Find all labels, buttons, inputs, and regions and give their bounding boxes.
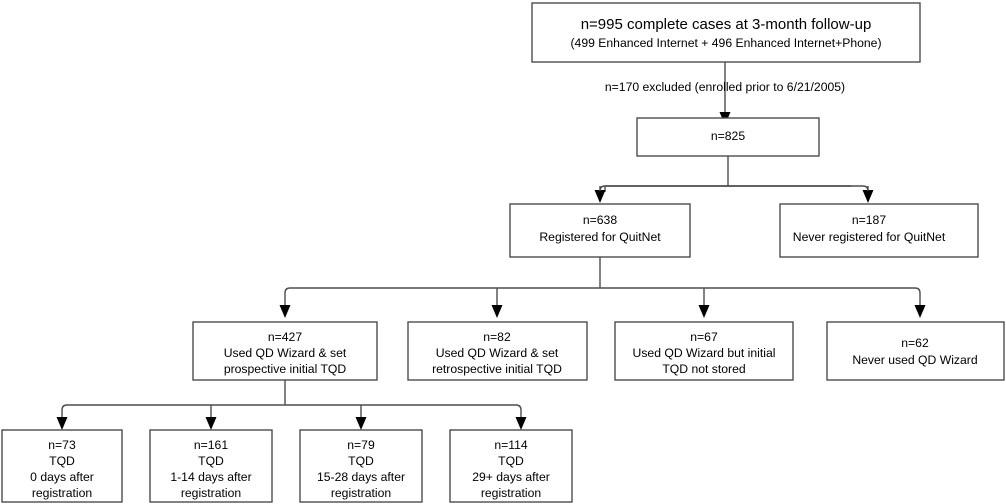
node-n67: n=67 Used QD Wizard but initial TQD not … [614,321,794,381]
node-n161-box [149,429,273,503]
node-n82-box [407,321,588,381]
node-n67-line-2: Used QD Wizard but initial [633,346,776,360]
node-root-line-1: n=995 complete cases at 3-month follow-u… [581,16,872,33]
node-n187-line-2: Never registered for QuitNet [793,230,946,244]
node-n427-line-1: n=427 [268,330,302,344]
node-root-box [531,2,921,63]
node-n427-line-2: Used QD Wizard & set [224,346,347,360]
node-n114-box [449,429,573,503]
connector-level2-bar [599,185,869,192]
node-n73-box [1,429,123,503]
node-n161-line-3: 1-14 days after [170,470,251,484]
node-n73: n=73 TQD 0 days after registration [1,429,123,503]
node-n62-box [826,321,1005,381]
node-n161-line-2: TQD [198,454,224,468]
node-n73-line-2: TQD [49,454,75,468]
node-n114-line-3: 29+ days after [472,470,550,484]
node-n79-line-2: TQD [348,454,374,468]
node-n79: n=79 TQD 15-28 days after registration [299,429,423,503]
node-n187-box [779,203,979,258]
node-n427: n=427 Used QD Wizard & set prospective i… [192,321,378,381]
node-n114-line-4: registration [481,486,541,500]
node-n62-line-2: Never used QD Wizard [852,353,977,367]
node-n114-line-1: n=114 [494,438,528,452]
connector-n638-to-level3 [279,257,926,318]
node-n67-line-1: n=67 [690,330,718,344]
node-n825: n=825 [636,117,820,157]
node-n114-line-2: TQD [498,454,524,468]
node-n82-line-2: Used QD Wizard & set [436,346,559,360]
node-root: n=995 complete cases at 3-month follow-u… [531,2,921,63]
node-n161-line-4: registration [181,486,241,500]
node-n638-line-1: n=638 [583,213,617,227]
node-n67-line-3: TQD not stored [662,362,745,376]
node-n427-box [192,321,378,381]
node-n62-line-1: n=62 [901,336,929,350]
node-n82-line-1: n=82 [483,330,511,344]
node-n825-line-1: n=825 [711,129,745,143]
node-n825-box [636,117,820,157]
node-n638-box [509,203,691,258]
connector-n427-to-level4 [56,380,527,430]
node-n73-line-4: registration [32,486,92,500]
node-n62: n=62 Never used QD Wizard [826,321,1005,381]
node-n79-line-3: 15-28 days after [317,470,405,484]
node-n82: n=82 Used QD Wizard & set retrospective … [407,321,588,381]
node-n67-box [614,321,794,381]
node-root-line-2: (499 Enhanced Internet + 496 Enhanced In… [570,36,881,50]
node-n73-line-1: n=73 [48,438,76,452]
connector-n825-to-branch [599,156,851,196]
node-n82-line-3: retrospective initial TQD [432,362,562,376]
node-n79-box [299,429,423,503]
node-n638: n=638 Registered for QuitNet [509,203,691,258]
edge-label-excluded: n=170 excluded (enrolled prior to 6/21/2… [605,80,845,94]
node-n427-line-3: prospective initial TQD [224,362,347,376]
node-n73-line-3: 0 days after [30,470,94,484]
node-n187-line-1: n=187 [852,213,886,227]
node-n638-line-2: Registered for QuitNet [539,230,661,244]
node-n79-line-4: registration [331,486,391,500]
node-n187: n=187 Never registered for QuitNet [779,203,979,258]
node-n161: n=161 TQD 1-14 days after registration [149,429,273,503]
node-n114: n=114 TQD 29+ days after registration [449,429,573,503]
node-n161-line-1: n=161 [194,438,228,452]
node-n79-line-1: n=79 [347,438,375,452]
